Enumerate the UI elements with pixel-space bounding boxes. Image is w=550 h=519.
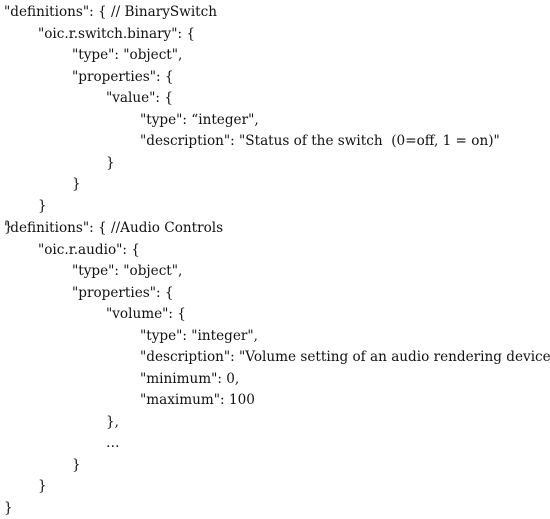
code-line: "definitions": { //Audio Controls (0, 218, 550, 240)
code-document: "definitions": { // BinarySwitch "oic.r.… (0, 0, 550, 468)
code-line: … (0, 433, 550, 455)
code-line: "definitions": { // BinarySwitch (0, 2, 550, 24)
code-line: } (0, 153, 550, 175)
code-line: "type": "object", (0, 45, 550, 67)
code-line: "value": { (0, 88, 550, 110)
code-line: "type": “integer", (0, 110, 550, 132)
code-line: "description": "Volume setting of an aud… (0, 347, 550, 369)
audio-controls-definition-block: "definitions": { //Audio Controls "oic.r… (0, 218, 550, 519)
code-line: } (0, 498, 550, 519)
code-line: "volume": { (0, 304, 550, 326)
code-line: }, (0, 412, 550, 434)
code-line: } (0, 196, 550, 218)
code-line: "type": "integer", (0, 326, 550, 348)
code-line: } (0, 476, 550, 498)
code-line: "maximum": 100 (0, 390, 550, 412)
code-line: "properties": { (0, 283, 550, 305)
code-line: } (0, 455, 550, 477)
code-line: "oic.r.switch.binary": { (0, 24, 550, 46)
code-line: "description": "Status of the switch (0=… (0, 131, 550, 153)
code-line: "oic.r.audio": { (0, 240, 550, 262)
code-line: } (0, 174, 550, 196)
binary-switch-definition-block: "definitions": { // BinarySwitch "oic.r.… (0, 2, 550, 239)
code-line: "properties": { (0, 67, 550, 89)
code-line: "type": "object", (0, 261, 550, 283)
code-line: "minimum": 0, (0, 369, 550, 391)
